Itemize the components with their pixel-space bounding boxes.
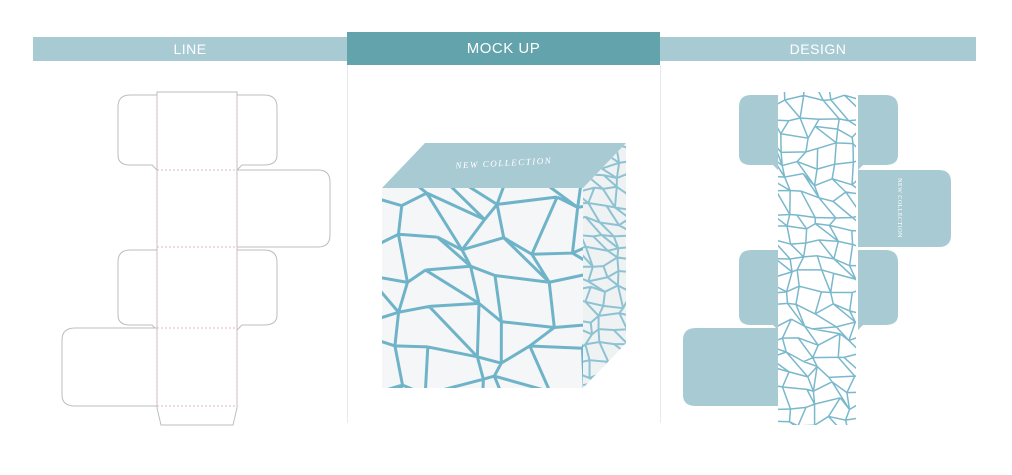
tab-design: DESIGN <box>660 37 976 61</box>
line-label: LINE <box>173 41 207 57</box>
divider <box>660 65 661 423</box>
mockup-label: MOCK UP <box>466 40 541 57</box>
box-lid <box>382 143 626 188</box>
box-mockup: NEW COLLECTION <box>382 143 626 388</box>
crack-pattern <box>382 188 583 388</box>
divider <box>347 65 348 423</box>
design-label: DESIGN <box>789 41 847 57</box>
dieline <box>61 91 331 426</box>
design-box-title: NEW COLLECTION <box>896 178 902 238</box>
tab-mockup: MOCK UP <box>347 32 660 65</box>
crack-pattern <box>778 92 856 425</box>
tab-line: LINE <box>33 37 347 61</box>
